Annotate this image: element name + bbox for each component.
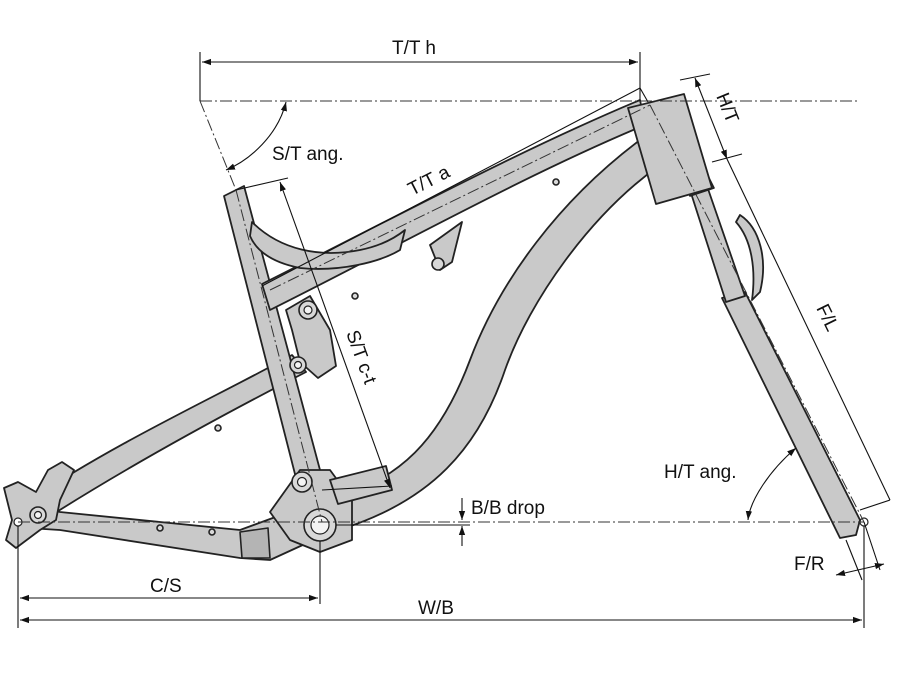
seatstay bbox=[29, 354, 307, 521]
label-fl: F/L bbox=[812, 301, 843, 335]
ht-ang-arc bbox=[745, 447, 797, 521]
label-bb-drop: B/B drop bbox=[471, 498, 545, 519]
head-tube bbox=[627, 93, 713, 205]
label-st-ct: S/T c-t bbox=[341, 328, 380, 388]
chainstay-yoke bbox=[239, 527, 271, 559]
label-tt-h: T/T h bbox=[392, 38, 436, 59]
fork-arch bbox=[735, 214, 764, 301]
label-fr: F/R bbox=[794, 554, 825, 575]
label-ht: H/T bbox=[711, 90, 742, 127]
centerlines bbox=[18, 100, 865, 523]
label-ht-ang: H/T ang. bbox=[664, 462, 737, 483]
st-ct-dim bbox=[279, 181, 391, 489]
rear-dropout bbox=[3, 461, 75, 549]
shock-pivot bbox=[431, 257, 445, 271]
fork-lower bbox=[721, 291, 861, 539]
fork-stanchion bbox=[689, 185, 746, 303]
label-cs: C/S bbox=[150, 576, 182, 597]
st-ang-arc bbox=[225, 101, 287, 171]
bike-frame bbox=[3, 93, 869, 561]
fr-dim bbox=[835, 562, 885, 577]
dimensions bbox=[17, 52, 891, 628]
ht-dim bbox=[694, 77, 728, 160]
steering-axis bbox=[649, 104, 865, 523]
fl-dim bbox=[726, 158, 891, 501]
seat-angle-line bbox=[199, 100, 237, 191]
label-wb: W/B bbox=[418, 598, 454, 619]
label-st-ang: S/T ang. bbox=[272, 144, 343, 165]
